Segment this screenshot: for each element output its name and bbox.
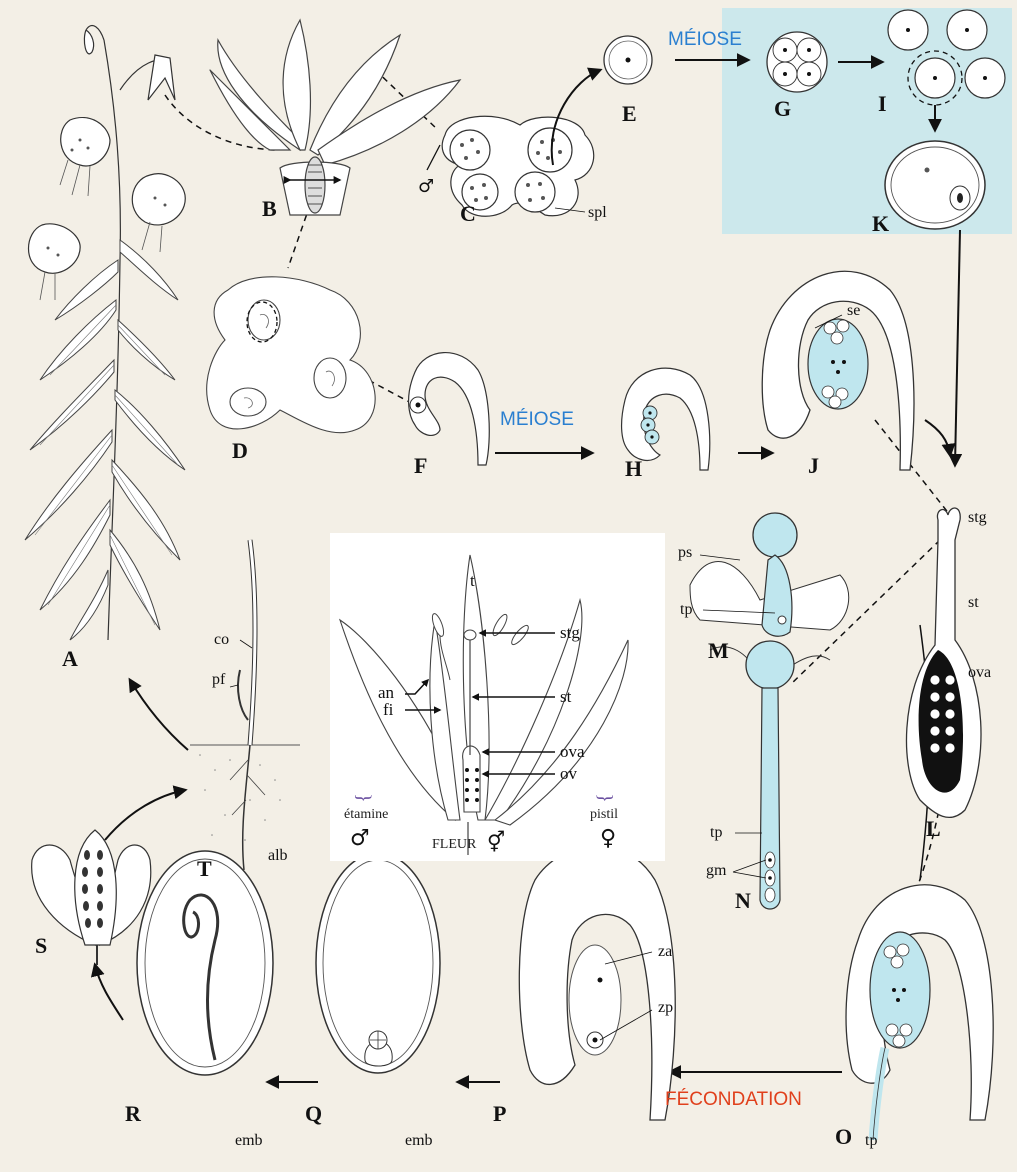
stage-label-B: B bbox=[262, 198, 277, 220]
stage-label-J: J bbox=[808, 455, 819, 477]
inset-label-an: an bbox=[378, 684, 394, 701]
cell-E bbox=[604, 36, 652, 84]
stage-label-Q: Q bbox=[305, 1103, 322, 1125]
label-zp: zp bbox=[658, 1000, 673, 1016]
stage-label-N: N bbox=[735, 890, 751, 912]
tetrad-G bbox=[767, 32, 827, 92]
label-tp-M: tp bbox=[680, 602, 692, 618]
label-emb-R: emb bbox=[235, 1133, 263, 1149]
inset-label-stg: stg bbox=[560, 624, 580, 641]
inset-label-st: st bbox=[560, 688, 571, 705]
pistil-L bbox=[906, 508, 981, 817]
inset-label-fi: fi bbox=[383, 701, 393, 718]
inset-label-t: t bbox=[470, 572, 475, 589]
stage-label-H: H bbox=[625, 458, 642, 480]
label-emb-Q: emb bbox=[405, 1133, 433, 1149]
stage-label-D: D bbox=[232, 440, 248, 462]
label-se: se bbox=[847, 303, 860, 319]
inset-caption: FLEUR bbox=[432, 838, 476, 852]
capsule-S bbox=[32, 830, 151, 945]
label-stg-L: stg bbox=[968, 510, 987, 526]
inset-bisexual-symbol: ⚥ bbox=[487, 832, 505, 852]
label-st-L: st bbox=[968, 595, 979, 611]
label-co: co bbox=[214, 632, 229, 648]
lily-plant-A bbox=[25, 25, 185, 640]
inset-label-pistil: pistil bbox=[590, 808, 618, 822]
stage-label-K: K bbox=[872, 213, 889, 235]
stage-label-T: T bbox=[197, 858, 212, 880]
pollen-grain-K bbox=[885, 141, 985, 229]
label-tp-O: tp bbox=[865, 1133, 877, 1149]
stage-label-F: F bbox=[414, 455, 427, 477]
label-ps: ps bbox=[678, 545, 692, 561]
ovule-O bbox=[846, 885, 993, 1140]
seed-Q bbox=[316, 853, 440, 1073]
label-spl: spl bbox=[588, 205, 607, 221]
stage-label-P: P bbox=[493, 1103, 506, 1125]
inset-bracket-etamine: { bbox=[353, 793, 373, 803]
label-ova-L: ova bbox=[968, 665, 991, 681]
stage-label-G: G bbox=[774, 98, 791, 120]
label-gm: gm bbox=[706, 863, 726, 879]
stage-label-M: M bbox=[708, 640, 729, 662]
pollen-tube-N bbox=[710, 641, 830, 909]
inset-female-symbol: ♀ bbox=[600, 828, 616, 850]
inset-male-symbol: ♂ bbox=[350, 828, 370, 850]
stage-label-C: C bbox=[460, 203, 476, 225]
stage-label-A: A bbox=[62, 648, 78, 670]
meiose-label-top: MÉIOSE bbox=[668, 30, 742, 49]
stage-label-S: S bbox=[35, 935, 47, 957]
inset-label-ov: ov bbox=[560, 765, 577, 782]
stage-label-R: R bbox=[125, 1103, 141, 1125]
seedling-T bbox=[190, 540, 300, 870]
inset-bracket-pistil: } bbox=[595, 793, 615, 803]
inset-label-ova: ova bbox=[560, 743, 585, 760]
label-za: za bbox=[658, 944, 672, 960]
label-alb: alb bbox=[268, 848, 288, 864]
fecondation-label: FÉCONDATION bbox=[665, 1090, 802, 1109]
stage-label-I: I bbox=[878, 93, 887, 115]
meiose-label-mid: MÉIOSE bbox=[500, 410, 574, 429]
stage-label-L: L bbox=[926, 818, 941, 840]
stage-label-O: O bbox=[835, 1126, 852, 1148]
ovule-H bbox=[622, 368, 710, 470]
inset-label-etamine: étamine bbox=[344, 808, 388, 822]
seed-R bbox=[137, 851, 273, 1075]
label-tp-N: tp bbox=[710, 825, 722, 841]
ovary-D bbox=[207, 277, 375, 433]
label-pf: pf bbox=[212, 672, 225, 688]
ovule-P bbox=[519, 846, 675, 1120]
svg-text:♂: ♂ bbox=[418, 176, 434, 197]
stigma-M bbox=[690, 513, 849, 636]
stage-label-E: E bbox=[622, 103, 637, 125]
